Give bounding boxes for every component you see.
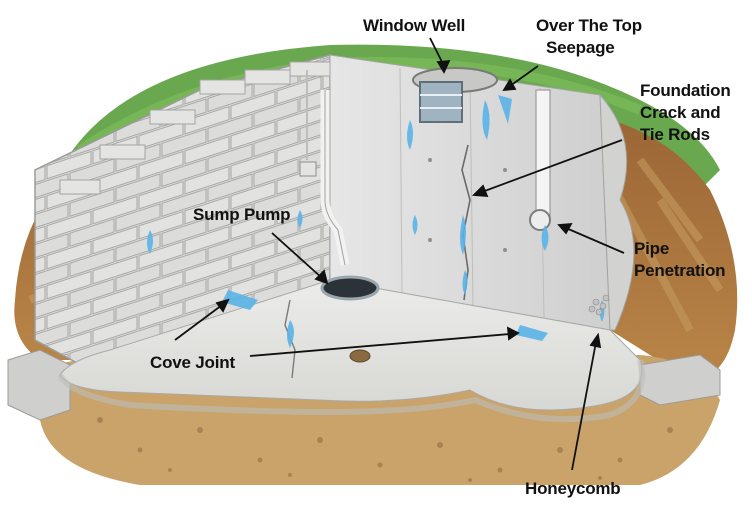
block-wall bbox=[35, 55, 330, 370]
label-sump-pump-text: Sump Pump bbox=[193, 205, 291, 224]
label-sump-pump: Sump Pump bbox=[193, 204, 291, 226]
label-over-the-top-line2: Seepage bbox=[546, 38, 615, 57]
label-window-well: Window Well bbox=[363, 15, 465, 37]
foundation-crack bbox=[461, 144, 471, 301]
label-pipe-line2: Penetration bbox=[634, 261, 726, 280]
label-cove-joint: Cove Joint bbox=[150, 352, 235, 374]
sump-pit bbox=[320, 275, 380, 301]
floor-drain bbox=[349, 349, 371, 363]
honeycomb-patch bbox=[588, 294, 610, 316]
label-honeycomb-text: Honeycomb bbox=[525, 479, 621, 498]
label-pipe-line1: Pipe bbox=[634, 239, 670, 258]
label-honeycomb: Honeycomb bbox=[525, 478, 621, 500]
window bbox=[419, 81, 463, 123]
pipe-fitting bbox=[529, 209, 551, 231]
label-over-the-top: Over The Top Seepage bbox=[536, 15, 642, 59]
callout-arrows bbox=[174, 37, 625, 471]
label-cove-joint-text: Cove Joint bbox=[150, 353, 235, 372]
label-over-the-top-line1: Over The Top bbox=[536, 16, 642, 35]
label-foundation-crack: Foundation Crack and Tie Rods bbox=[640, 80, 731, 146]
label-window-well-text: Window Well bbox=[363, 16, 466, 35]
label-foundation-line1: Foundation bbox=[640, 81, 731, 100]
label-pipe-penetration: Pipe Penetration bbox=[634, 238, 726, 282]
label-foundation-line2: Crack and bbox=[640, 103, 721, 122]
label-foundation-line3: Tie Rods bbox=[640, 125, 710, 144]
